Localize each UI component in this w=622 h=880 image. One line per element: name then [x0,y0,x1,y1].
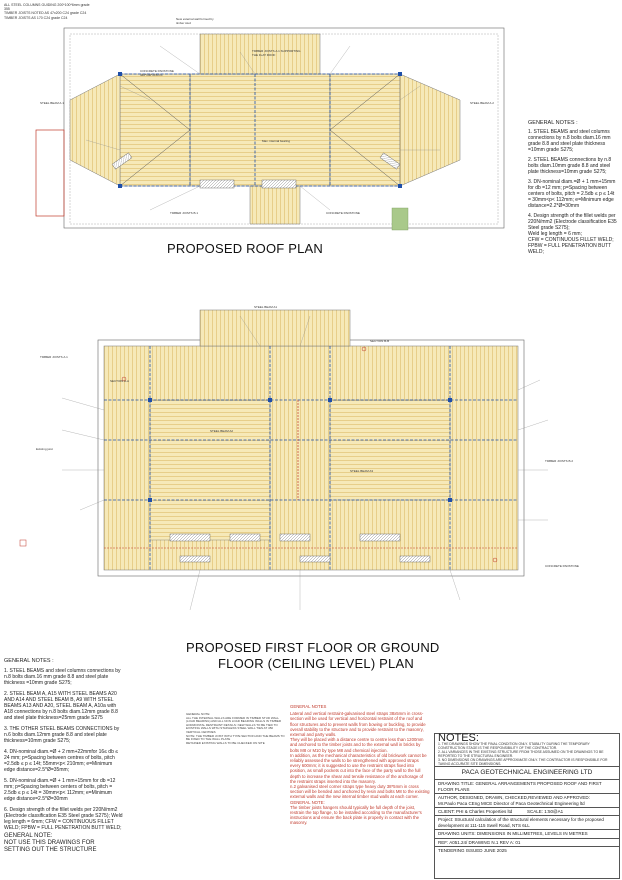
title-block-note: 2. ALL VARIANCES IN THE EXISTING STRUCTU… [438,750,604,759]
general-notes-bottom-item: 3. THE OTHER STEEL BEAMS CONNECTIONS by … [4,726,120,744]
mid-general-notes: GENERAL NOTE: ALL THE INTERNAL WALLS ARE… [186,712,285,745]
floor-label-existing-joist: Existing joist [36,447,53,451]
company-name: PACA GEOTECHNICAL ENGINEERING LTD [435,766,619,779]
general-notes-right-header: GENERAL NOTES : [528,120,578,126]
client: CLIENT: PHI & Charles Properties ltd [438,809,513,815]
general-notes-bottom: GENERAL NOTES : 1. STEEL BEAMS and steel… [4,658,124,836]
floor-label-steel-beam-a1: STEEL BEAM A1 [254,305,278,309]
floor-label-padstone: CONCRETE PADSTONE [545,564,579,568]
general-notes-right-item: 2. STEEL BEAMS connections by n.8 bolts … [528,157,612,175]
scale: SCALE: 1:50@A1 [527,809,564,815]
floor-label-steel-beam-a2: STEEL BEAM A2 [210,429,234,433]
red-general-notes: GENERAL NOTES Lateral and vertical restr… [290,704,430,826]
general-notes-bottom-header: GENERAL NOTES : [4,658,54,664]
roof-label-padstone: CONCRETE PADSTONE 440*140*215mm [140,69,174,77]
title-block-note: 1. THE DRAWINGS SHOW THE FINAL CONDITION… [438,742,590,751]
title-block-notes-header: NOTES: [438,732,479,744]
title-block: NOTES: 1. THE DRAWINGS SHOW THE FINAL CO… [434,732,620,879]
general-notes-bottom-item: 2. STEEL BEAM A, A15 WITH STEEL BEAMS A2… [4,691,118,721]
general-notes-right-item: 1. STEEL BEAMS and steel columns connect… [528,129,611,153]
roof-plan-outline [63,27,505,229]
author-name: Mr.Paulo Paca CEng MICE Director of Paca… [438,800,585,806]
issue-status: TENDERING ISSUED JUNE 2025 [435,846,619,854]
floor-label-section-bb: SECTION B-B [370,339,390,343]
floor-label-joists-b2: TIMBER JOISTS B.2 [545,459,574,463]
roof-label-bearing: Max. internal bearing [262,139,291,143]
general-notes-bottom-item: 1. STEEL BEAMS and steel columns connect… [4,668,121,686]
roof-plan [35,27,505,231]
general-notes-right: GENERAL NOTES : 1. STEEL BEAMS and steel… [528,120,618,259]
floor-label-section-aa: SECTION A-A [110,379,130,383]
title-block-notes: 1. THE DRAWINGS SHOW THE FINAL CONDITION… [435,742,619,766]
green-area [391,207,409,231]
general-notes-right-item: 4. Design strength of the fillet welds p… [528,213,617,255]
project: Project: Structural calculation of the s… [435,815,619,829]
client-scale-row: CLIENT: PHI & Charles Properties ltd SCA… [435,807,619,815]
general-notes-bottom-item: 5. DN-nominal diam.=Ø + 1 mm+15mm for db… [4,778,116,802]
red-notes-header: GENERAL NOTES [290,704,327,709]
roof-joists-right [329,73,401,187]
title-block-note: 3. NO DIMENSIONS ON DRAWINGS ARE APPROXI… [438,758,608,767]
floor-label-joists-a1: TIMBER JOISTS A.1 [40,355,68,359]
red-notes-body: Lateral and vertical restraint-galvanise… [290,711,430,826]
roof-plan-title: PROPOSED ROOF PLAN [167,241,324,256]
roof-label-joists-a1: TIMBER JOISTS A.1 SUPPORTING THE FLAT RO… [252,49,301,57]
setting-out-warning: GENERAL NOTE: NOT USE THIS DRAWINGS FOR … [4,833,97,853]
author-label: AUTHOR, DESIGNED, DRAWN, CHECKED,REVIEWE… [438,795,590,801]
roof-label-external-wall: New external wall formed by timber stud [176,17,214,25]
roof-label-joists-b1: TIMBER JOISTS B.1 [170,211,199,215]
roof-label-steel-beam-a1: STEEL BEAM A.1 [40,101,64,105]
general-notes-right-item: 3. DN-nominal diam.=Ø + 1 mm+15mm for db… [528,179,616,209]
roof-joists-centre [189,73,331,187]
floor-label-steel-beam-a3: STEEL BEAM A3 [350,469,374,473]
author-row: AUTHOR, DESIGNED, DRAWN, CHECKED,REVIEWE… [435,793,619,807]
general-notes-bottom-item: 4. DN-nominal diam.=Ø + 2 mm+22mmfor 16≤… [4,749,119,773]
drawing-units: DRAWING UNITS: DIMENSIONS IN MILLIMETRES… [435,829,619,837]
roof-top-left-note: ALL STEEL COLUMNS GUIDING 200*100*6mm gr… [4,3,90,20]
roof-label-padstone-2: CONCRETE PADSTONE [326,211,360,215]
roof-label-steel-beam-a2: STEEL BEAM A.2 [470,101,494,105]
drawing-ref: REF: A051.24/ DRAWING N.1 REV A: 01 [435,837,619,846]
first-floor-plan [19,309,549,611]
floor-plan-title-line2: FLOOR (CEILING LEVEL) PLAN [218,656,414,671]
floor-plan-title-line1: PROPOSED FIRST FLOOR OR GROUND [186,640,440,655]
red-boundary-left [35,129,65,217]
drawing-title: DRAWING TITLE: GENERAL ARRANGEMENTS PROP… [435,779,619,793]
general-notes-bottom-item: 6. Design strength of the fillet welds p… [4,807,123,831]
